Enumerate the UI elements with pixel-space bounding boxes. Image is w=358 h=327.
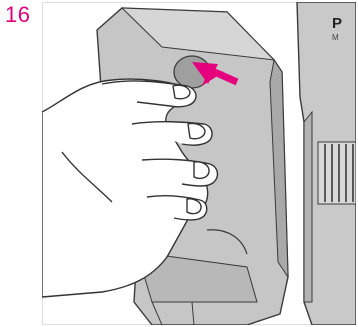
device-label-sub: M (332, 33, 339, 42)
illustration: P M (42, 2, 356, 325)
device-label-main: P (332, 15, 342, 32)
illustration-frame: P M (42, 2, 356, 325)
device-body: P M (297, 2, 356, 325)
step-number: 16 (5, 2, 30, 28)
device-grille (318, 142, 356, 204)
